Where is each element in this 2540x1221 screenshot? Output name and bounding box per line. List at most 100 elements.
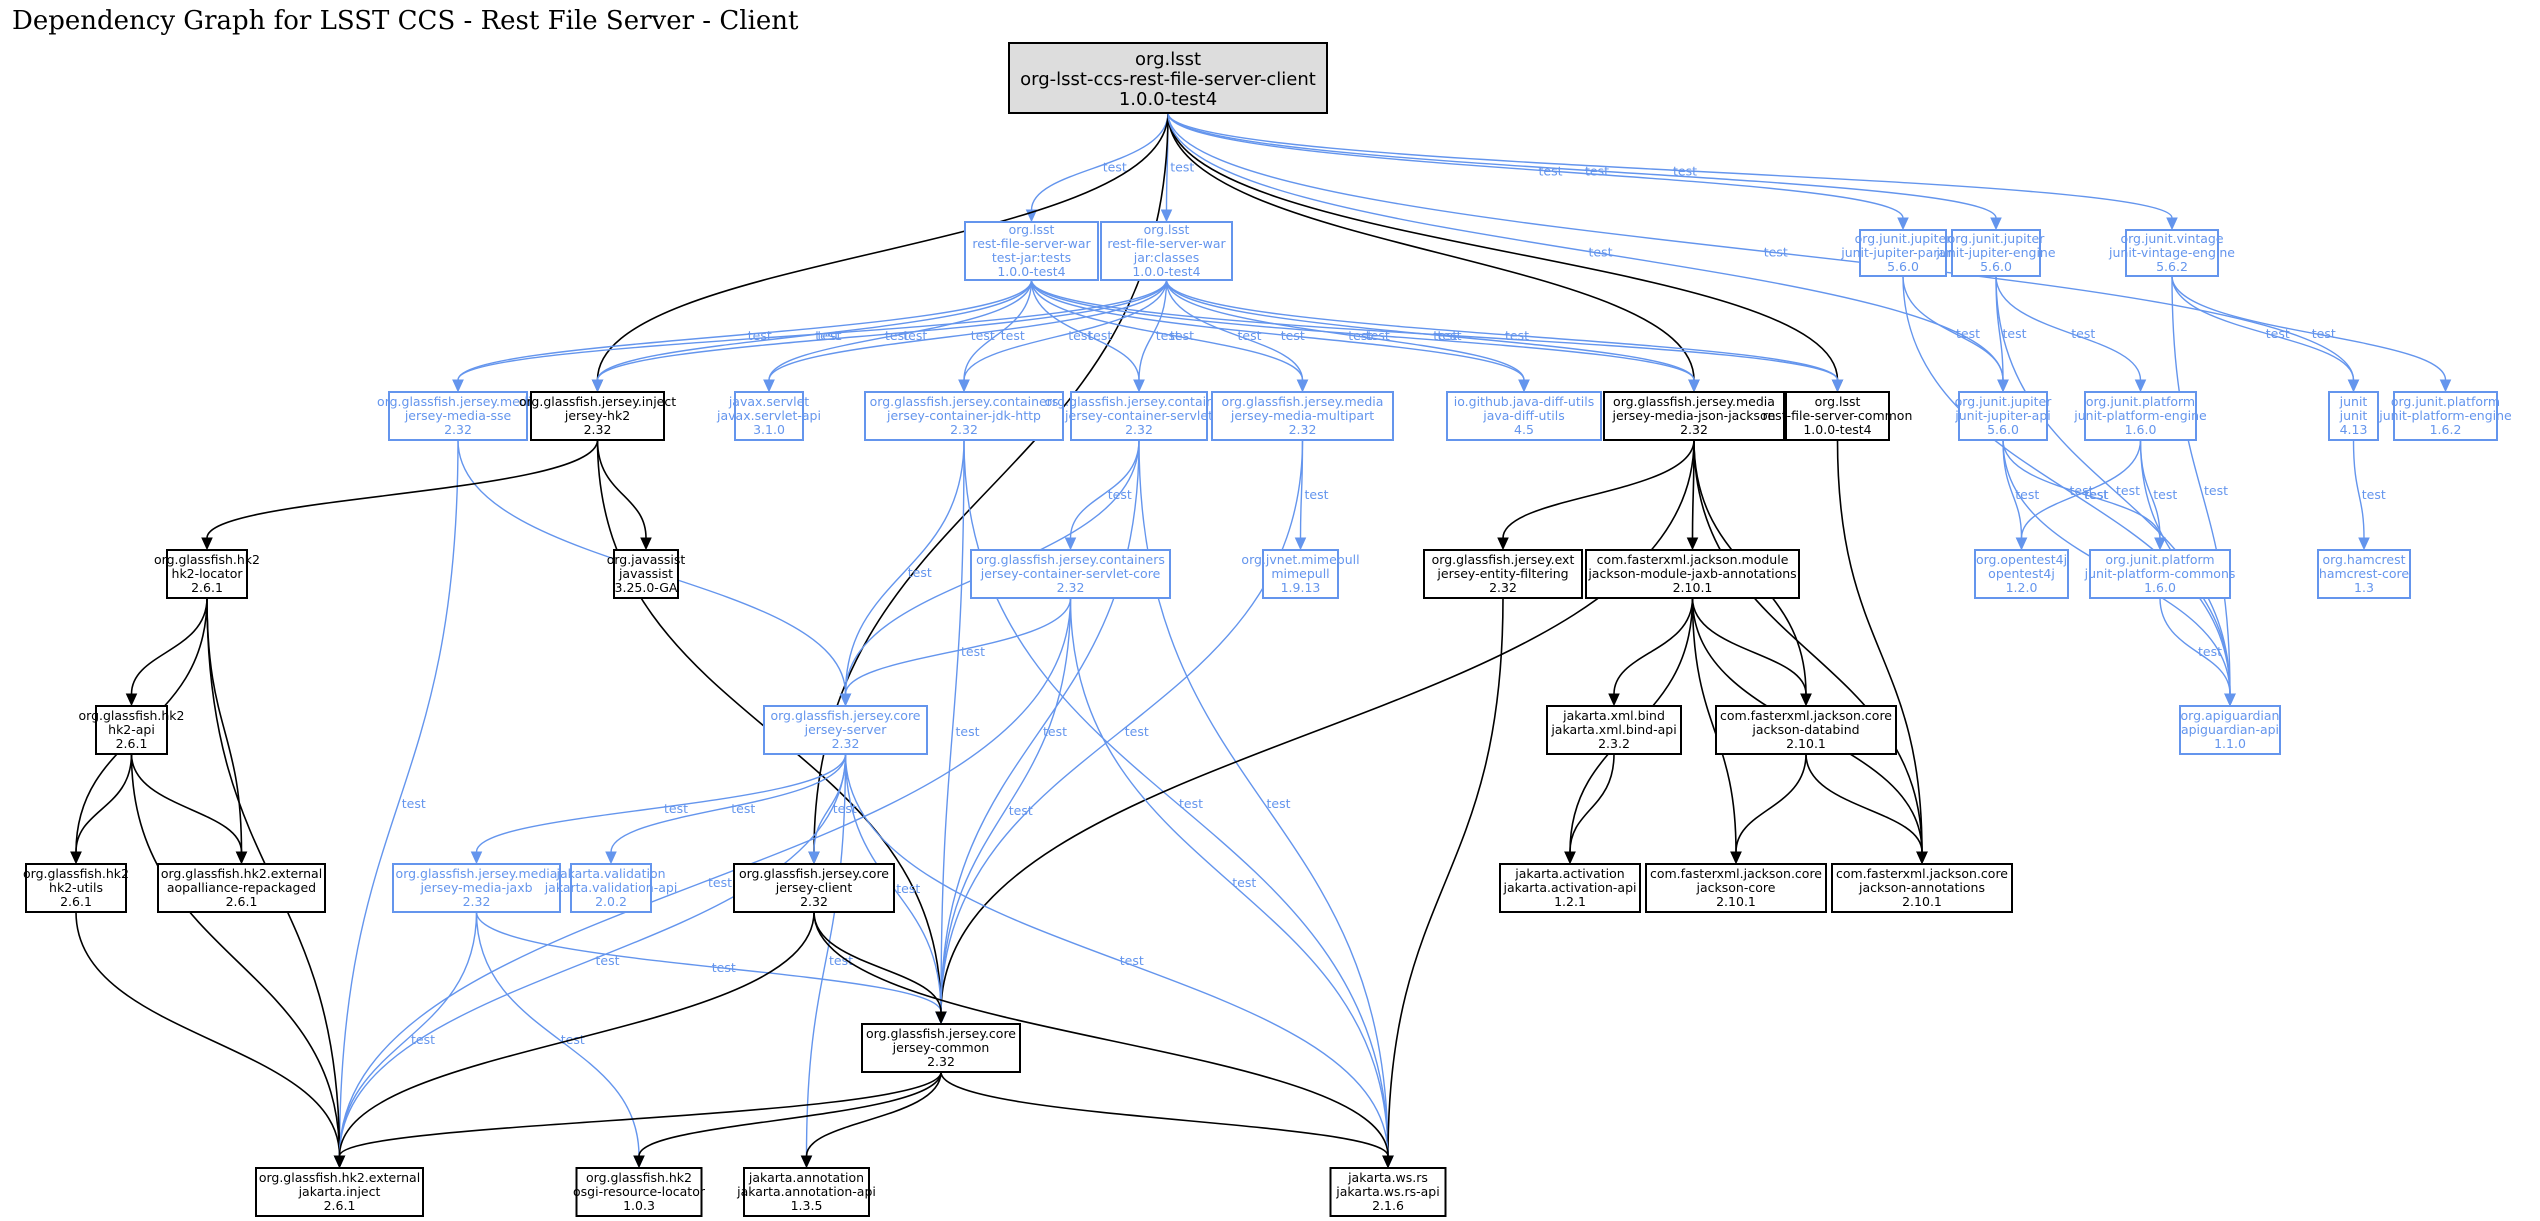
edge-label: test [708,875,732,890]
arrowhead-icon [1518,379,1530,393]
dependency-node-jupiter-params[interactable]: org.junit.jupiterjunit-jupiter-params5.6… [1840,229,1965,277]
dependency-node-war-tests[interactable]: org.lsstrest-file-server-wartest-jar:tes… [964,221,1099,281]
edge-line [940,597,1072,1013]
dependency-node-validation[interactable]: jakarta.validationjakarta.validation-api… [544,863,678,913]
dependency-node-platform-engine-162[interactable]: org.junit.platformjunit-platform-engine1… [2378,391,2512,441]
dependency-node-media-sse[interactable]: org.glassfish.jersey.mediajersey-media-s… [377,391,539,441]
dependency-node-jakarta-inject[interactable]: org.glassfish.hk2.externaljakarta.inject… [255,1167,424,1217]
node-group: jakarta.ws.rs [1347,1170,1428,1185]
dependency-node-diff-utils[interactable]: io.github.java-diff-utilsjava-diff-utils… [1446,391,1602,441]
node-box [1603,391,1785,441]
edge-line [2171,275,2231,695]
node-group: org.glassfish.jersey.core [739,866,889,881]
node-version: 2.32 [584,422,612,437]
dependency-node-servlet-core[interactable]: org.glassfish.jersey.containersjersey-co… [970,549,1171,599]
dependency-edge: test [452,279,1033,393]
dependency-node-jupiter-engine[interactable]: org.junit.jupiterjunit-jupiter-engine5.6… [1935,229,2056,277]
node-box [734,391,804,441]
dependency-edge: test [333,911,478,1169]
arrowhead-icon [1133,379,1145,393]
node-artifact: hk2-locator [172,566,244,581]
dependency-node-json-jackson[interactable]: org.glassfish.jersey.mediajersey-media-j… [1603,391,1785,441]
edge-line [1167,112,2173,219]
dependency-node-platform-engine-160[interactable]: org.junit.platformjunit-platform-engine1… [2073,391,2207,441]
node-version: 2.32 [950,422,978,437]
node-box [613,549,679,599]
dependency-node-war-classes[interactable]: org.lsstrest-file-server-warjar:classes1… [1100,221,1233,281]
node-version: 2.0.2 [595,894,627,909]
edge-label: test [1673,164,1697,179]
arrowhead-icon [2347,379,2360,393]
dependency-edge: test [2159,597,2236,707]
dependency-node-jersey-server[interactable]: org.glassfish.jersey.corejersey-server2.… [763,705,928,755]
arrowhead-icon [1897,217,1909,231]
dependency-node-aopalliance[interactable]: org.glassfish.hk2.externalaopalliance-re… [157,863,326,913]
dependency-node-root[interactable]: org.lsstorg-lsst-ccs-rest-file-server-cl… [1008,42,1328,114]
dependency-node-vintage-engine[interactable]: org.junit.vintagejunit-vintage-engine5.6… [2108,229,2235,277]
node-version: 2.6.1 [116,736,148,751]
dependency-node-jaxb-annotations[interactable]: com.fasterxml.jackson.modulejackson-modu… [1585,549,1800,599]
dependency-node-jackson-core[interactable]: com.fasterxml.jackson.corejackson-core2.… [1645,863,1827,913]
dependency-node-activation[interactable]: jakarta.activationjakarta.activation-api… [1499,863,1641,913]
node-version: 2.32 [463,894,491,909]
dependency-edge [596,439,652,551]
node-version: 5.6.0 [1980,259,2012,274]
node-box [2084,391,2197,441]
edge-label: test [2153,487,2177,502]
node-classifier: jar:classes [1133,250,1200,265]
node-artifact: junit-platform-commons [2084,566,2236,581]
node-group: org.lsst [1144,222,1190,237]
dependency-node-xml-bind[interactable]: jakarta.xml.bindjakarta.xml.bind-api2.3.… [1546,705,1682,755]
dependency-node-rfs-common[interactable]: org.lsstrest-file-server-common1.0.0-tes… [1763,391,1913,441]
dependency-node-jdk-http[interactable]: org.glassfish.jersey.containersjersey-co… [864,391,1064,441]
node-box [1423,549,1583,599]
edge-line [1167,112,2355,381]
dependency-node-media-multipart[interactable]: org.glassfish.jersey.mediajersey-media-m… [1211,391,1394,441]
dependency-node-jersey-client[interactable]: org.glassfish.jersey.corejersey-client2.… [733,863,895,913]
dependency-node-entity-filtering[interactable]: org.glassfish.jersey.extjersey-entity-fi… [1423,549,1583,599]
edge-line [2352,439,2365,539]
node-box [1329,1167,1447,1217]
edge-label: test [829,953,853,968]
edge-label: test [402,796,426,811]
node-artifact: apiguardian-api [2181,722,2279,737]
dependency-node-inject-hk2[interactable]: org.glassfish.jersey.injectjersey-hk22.3… [519,391,676,441]
node-group: org.glassfish.jersey.inject [519,394,676,409]
dependency-node-platform-commons[interactable]: org.junit.platformjunit-platform-commons… [2084,549,2236,599]
dependency-node-jersey-common[interactable]: org.glassfish.jersey.corejersey-common2.… [861,1023,1021,1073]
node-version: 1.2.0 [2006,580,2038,595]
edge-line [768,279,1033,381]
edge-label: test [1433,328,1457,343]
dependency-node-media-jaxb[interactable]: org.glassfish.jersey.mediajersey-media-j… [392,863,561,913]
edge-line [1165,279,1525,381]
edge-line [1069,439,1140,539]
node-artifact: jersey-common [892,1040,990,1055]
node-version: 3.25.0-GA [615,580,678,595]
dependency-node-container-servlet[interactable]: org.glassfish.jersey.containersjersey-co… [1045,391,1234,441]
dependency-node-jackson-annotations[interactable]: com.fasterxml.jackson.corejackson-annota… [1831,863,2013,913]
dependency-node-osgi-locator[interactable]: org.glassfish.hk2osgi-resource-locator1.… [573,1167,706,1217]
arrowhead-icon [1608,693,1620,707]
dependency-node-annotation-api[interactable]: jakarta.annotationjakarta.annotation-api… [736,1167,876,1217]
arrowhead-icon [1730,851,1742,865]
node-version: 2.32 [1680,422,1708,437]
edge-line [1167,112,2004,381]
node-group: org.junit.jupiter [1955,394,2053,409]
edge-line [596,112,1169,381]
dependency-edge: test [475,911,947,1025]
dependency-edge [1805,753,1928,865]
edge-line [2171,275,2447,381]
dependency-node-databind[interactable]: com.fasterxml.jackson.corejackson-databi… [1715,705,1897,755]
